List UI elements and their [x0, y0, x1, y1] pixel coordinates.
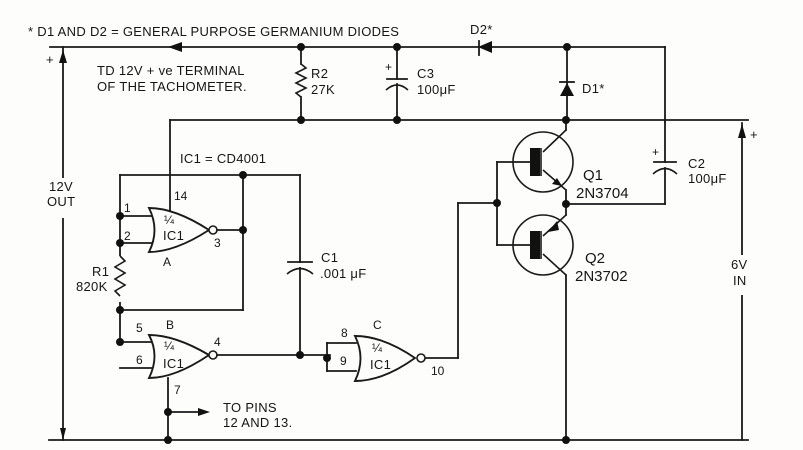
- nor-gate-a: 1 2 3 14 ¼ IC1 A: [119, 189, 244, 269]
- r2-value: 27K: [311, 82, 335, 97]
- capacitor-c3: + C3 100μF: [385, 46, 456, 119]
- transistor-q1: Q1 2N3704: [496, 119, 629, 216]
- gate-b-label: B: [166, 318, 174, 332]
- gate-a-pin2: 2: [124, 229, 131, 243]
- tach-note-line1: TD 12V + ve TERMINAL: [97, 63, 245, 78]
- input-terminal: + 6V IN: [728, 122, 758, 441]
- gate-b-fraction: ¼: [164, 339, 175, 353]
- gate-c-label: C: [373, 318, 382, 332]
- in-label-voltage: 6V: [731, 257, 748, 272]
- gate-a-fraction: ¼: [164, 213, 175, 227]
- nor-gate-b: 5 6 4 7 ¼ IC1 B: [119, 318, 331, 441]
- c3-value: 100μF: [417, 82, 456, 97]
- out-label-voltage: 12V: [49, 179, 73, 194]
- d1-label: D1*: [582, 81, 605, 96]
- arrow-down-icon: [60, 428, 66, 440]
- arrow-right-icon: [198, 408, 210, 416]
- gate-c-ic: IC1: [370, 357, 391, 372]
- ic-note: IC1 = CD4001: [180, 151, 266, 166]
- c1-value: .001 μF: [320, 266, 366, 281]
- gate-b-pin7: 7: [174, 383, 181, 397]
- diode-note: * D1 AND D2 = GENERAL PURPOSE GERMANIUM …: [28, 24, 399, 39]
- gate-c-pin8: 8: [341, 326, 348, 340]
- output-terminal: + 12V OUT: [44, 46, 82, 441]
- gate-b-pin5: 5: [136, 321, 143, 335]
- d2-label: D2*: [470, 22, 493, 37]
- gate-b-ic: IC1: [163, 356, 184, 371]
- c1-label: C1: [321, 250, 338, 265]
- gate-a-ic: IC1: [163, 228, 184, 243]
- mid-rail: [169, 119, 749, 211]
- gate-a-pin3: 3: [214, 236, 221, 250]
- capacitor-c1: C1 .001 μF: [286, 250, 366, 281]
- pins-note-line2: 12 AND 13.: [223, 415, 293, 430]
- q1-part: 2N3704: [576, 185, 629, 202]
- c3-polarity: +: [385, 60, 392, 74]
- diode-d2: D2*: [470, 22, 493, 56]
- nor-gate-c: 8 9 10 ¼ IC1 C: [326, 318, 445, 382]
- q2-label: Q2: [585, 250, 605, 267]
- r2-label: R2: [311, 66, 328, 81]
- r1-value: 820K: [76, 279, 108, 294]
- arrow-left-icon: [168, 42, 182, 52]
- c2-value: 100μF: [688, 171, 727, 186]
- gate-a-pin1: 1: [124, 201, 131, 215]
- junction-dots: [116, 43, 571, 444]
- tach-note-line2: OF THE TACHOMETER.: [97, 79, 247, 94]
- gate-c-pin9: 9: [340, 354, 347, 368]
- r1-label: R1: [92, 264, 109, 279]
- in-label-text: IN: [733, 273, 747, 288]
- arrow-up-icon: [59, 50, 67, 63]
- q1-label: Q1: [583, 167, 603, 184]
- capacitor-c2: + C2 100μF: [564, 119, 727, 205]
- gate-b-pin6: 6: [136, 353, 143, 367]
- gate-a-label: A: [163, 255, 171, 269]
- c3-label: C3: [417, 66, 434, 81]
- diode-d1: D1*: [559, 46, 605, 119]
- gate-a-pin14: 14: [174, 189, 188, 203]
- in-polarity: +: [750, 127, 758, 142]
- c2-polarity: +: [652, 145, 659, 159]
- out-label-text: OUT: [47, 194, 75, 209]
- pins-note-line1: TO PINS: [223, 400, 277, 415]
- transistor-q2: Q2 2N3702: [496, 161, 628, 439]
- resistor-r1: R1 820K: [76, 255, 128, 302]
- gate-b-pin4: 4: [214, 335, 221, 349]
- out-polarity: +: [46, 52, 54, 67]
- arrow-up-icon: [738, 124, 746, 138]
- gate-c-fraction: ¼: [372, 341, 383, 355]
- c2-label: C2: [688, 156, 705, 171]
- gate-c-pin10: 10: [431, 364, 445, 378]
- resistor-r2: R2 27K: [294, 46, 335, 119]
- q2-part: 2N3702: [575, 268, 628, 285]
